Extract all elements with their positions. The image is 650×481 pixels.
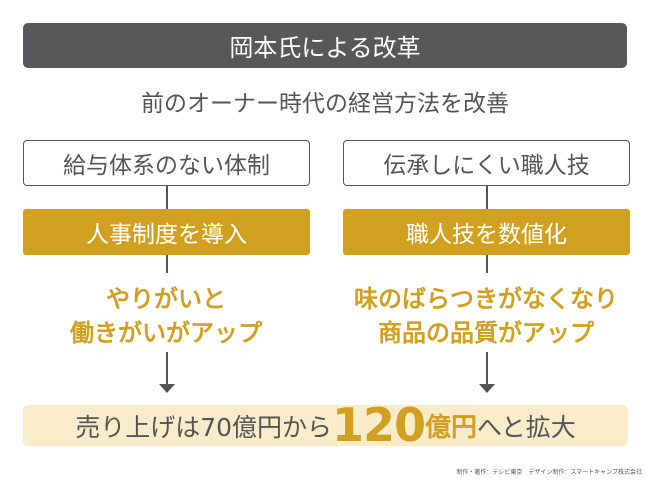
connector-line (486, 255, 488, 273)
summary-suffix: へと拡大 (477, 412, 576, 442)
right-action-box: 職人技を数値化 (343, 209, 630, 255)
left-result: やりがいと 働きがいがアップ (6, 282, 326, 350)
left-action-box: 人事制度を導入 (23, 209, 310, 255)
arrow-down-icon (479, 384, 495, 393)
connector-line (166, 255, 168, 273)
connector-line (166, 352, 168, 384)
left-result-line: 働きがいがアップ (70, 319, 262, 347)
right-result-line: 味のばらつきがなくなり (354, 285, 618, 313)
summary-highlight-number: 120 (332, 398, 426, 452)
right-problem-text: 伝承しにくい職人技 (383, 153, 590, 179)
connector-line (166, 186, 168, 209)
right-action-text: 職人技を数値化 (406, 222, 567, 248)
page-title: 岡本氏による改革 (229, 34, 421, 62)
left-problem-box: 給与体系のない体制 (23, 140, 310, 186)
left-result-line: やりがいと (106, 285, 226, 313)
right-result-line: 商品の品質がアップ (378, 319, 594, 347)
summary-highlight-unit: 億円 (425, 413, 478, 443)
left-action-text: 人事制度を導入 (86, 222, 247, 248)
credit-text: 制作・著作：テレビ東京 デザイン制作：スマートキャンプ株式会社 (456, 469, 642, 476)
right-result: 味のばらつきがなくなり 商品の品質がアップ (326, 282, 646, 350)
summary-prefix: 売り上げは70億円から (75, 412, 332, 442)
connector-line (486, 186, 488, 209)
title-banner: 岡本氏による改革 (23, 23, 627, 68)
arrow-down-icon (159, 384, 175, 393)
right-problem-box: 伝承しにくい職人技 (343, 140, 630, 186)
subtitle: 前のオーナー時代の経営方法を改善 (141, 91, 509, 117)
connector-line (486, 352, 488, 384)
left-problem-text: 給与体系のない体制 (63, 153, 270, 179)
